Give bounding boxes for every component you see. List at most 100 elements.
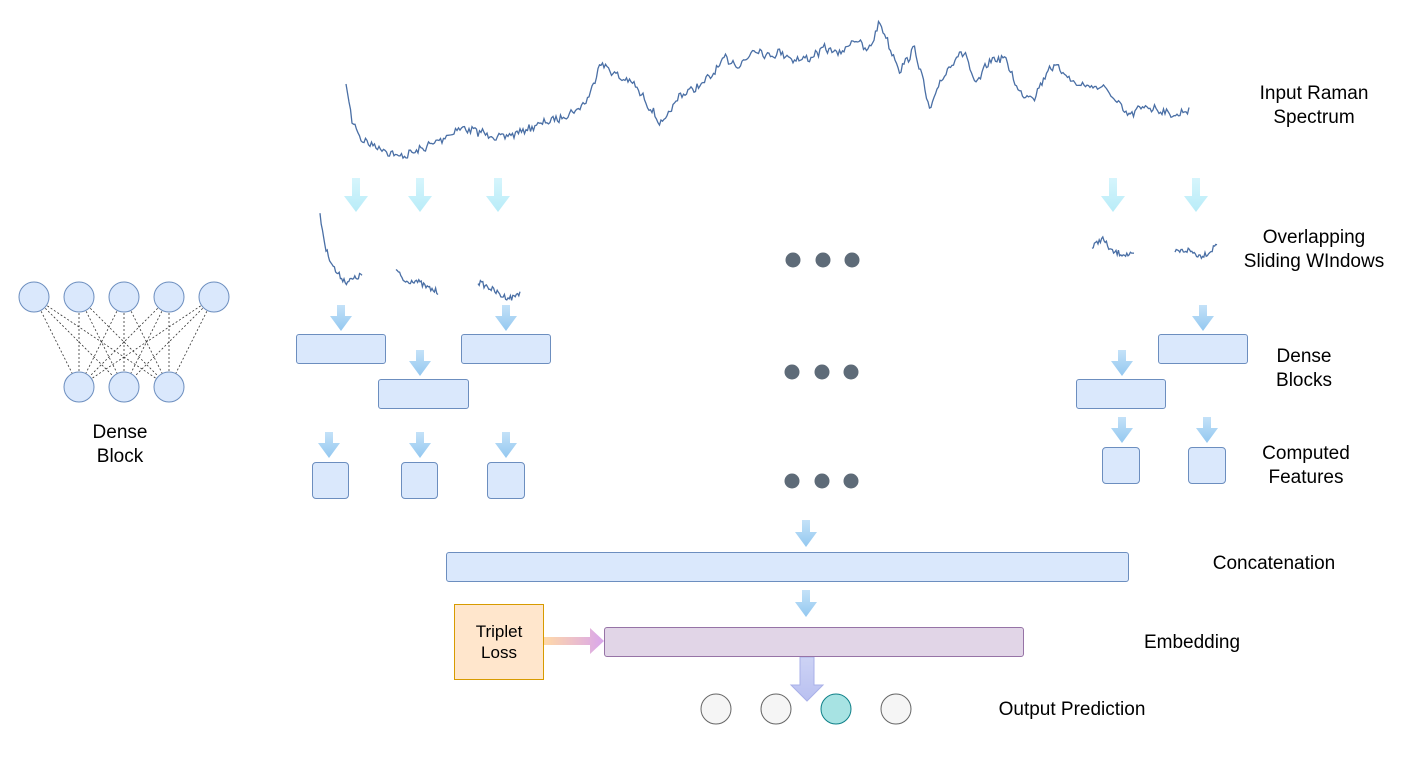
label-line: Overlapping [1262, 227, 1366, 248]
network-input-node [153, 281, 185, 313]
network-edge [33, 296, 170, 388]
sliding-window-4-line [1091, 235, 1135, 258]
network-edge [78, 296, 125, 388]
label-overlapping-sliding-windows: Overlapping Sliding WIndows [1222, 226, 1406, 274]
ellipsis-dot [814, 473, 830, 489]
block-arrow-5 [1192, 305, 1214, 331]
label-line: Sliding WIndows [1243, 251, 1385, 272]
triplet-loss-line-1: Triplet [475, 622, 523, 641]
feature-arrow-4 [1111, 417, 1133, 443]
ellipsis-row-1 [785, 252, 860, 268]
ellipsis-dot [815, 252, 831, 268]
window-arrow-4 [1101, 178, 1125, 212]
computed-feature-box-5 [1188, 447, 1226, 484]
computed-feature-box-3 [487, 462, 525, 499]
label-line: Computed [1262, 443, 1350, 464]
dense-block-box-3 [461, 334, 551, 364]
label-line: Blocks [1276, 370, 1332, 391]
network-input-node [18, 281, 50, 313]
window-arrow-5 [1184, 178, 1208, 212]
computed-feature-box-1 [312, 462, 349, 499]
feature-arrow-3 [495, 432, 517, 458]
triplet-loss-line-2: Loss [481, 643, 517, 662]
output-arrow [789, 656, 825, 702]
label-dense-blocks: Dense Blocks [1254, 345, 1354, 393]
ellipsis-dot [814, 364, 830, 380]
ellipsis-dot [843, 364, 859, 380]
block-arrow-3 [495, 305, 517, 331]
network-edge [168, 296, 215, 388]
block-arrow-2 [409, 350, 431, 376]
network-edge [123, 296, 170, 388]
block-arrows [330, 305, 1214, 376]
label-computed-features: Computed Features [1236, 442, 1376, 490]
ellipsis-dot [844, 252, 860, 268]
output-node [880, 693, 912, 725]
network-edge [78, 296, 125, 388]
dense-block-box-2 [378, 379, 469, 409]
label-output-prediction: Output Prediction [998, 699, 1146, 720]
window-arrows [344, 178, 1208, 212]
window-arrow-3 [486, 178, 510, 212]
block-arrow-1 [330, 305, 352, 331]
ellipsis-dot [843, 473, 859, 489]
network-edge [33, 296, 125, 388]
dense-block-box-1 [296, 334, 386, 364]
label-line: Input Raman [1259, 83, 1369, 104]
output-node [760, 693, 792, 725]
sliding-window-3-line [477, 279, 521, 301]
computed-feature-box-2 [401, 462, 438, 499]
network-edge [78, 296, 170, 388]
dense-block-network [18, 281, 230, 403]
feature-arrows [318, 417, 1218, 458]
feature-arrow-5 [1196, 417, 1218, 443]
network-edge [123, 296, 215, 388]
ellipsis-dot [784, 473, 800, 489]
concatenation-bar [446, 552, 1129, 582]
concat-arrow [795, 520, 817, 547]
network-output-node [153, 371, 185, 403]
embedding-arrow [795, 590, 817, 617]
embedding-bar [604, 627, 1024, 657]
block-arrow-4 [1111, 350, 1133, 376]
label-line: Dense [92, 422, 148, 443]
computed-feature-box-4 [1102, 447, 1140, 484]
triplet-loss-box: Triplet Loss [454, 604, 544, 680]
window-arrow-1 [344, 178, 368, 212]
output-nodes [700, 693, 912, 725]
sliding-window-1-line [319, 213, 363, 286]
output-node-selected [820, 693, 852, 725]
dense-block-box-4 [1076, 379, 1166, 409]
label-embedding: Embedding [1143, 632, 1241, 653]
label-line: Spectrum [1273, 107, 1355, 128]
network-edge [78, 296, 170, 388]
label-line: Dense [1276, 346, 1332, 367]
network-input-node [198, 281, 230, 313]
ellipsis-dot [784, 364, 800, 380]
feature-arrow-1 [318, 432, 340, 458]
ellipsis-row-2 [784, 364, 859, 380]
ellipsis-dot [785, 252, 801, 268]
network-edge [123, 296, 170, 388]
network-input-node [63, 281, 95, 313]
triplet-loss-arrow [544, 628, 604, 654]
sliding-window-2-line [395, 269, 439, 295]
feature-arrow-2 [409, 432, 431, 458]
dense-block-box-5 [1158, 334, 1248, 364]
network-input-node [108, 281, 140, 313]
network-edge [33, 296, 80, 388]
label-line: Block [96, 446, 144, 467]
network-edge [78, 296, 215, 388]
label-concatenation: Concatenation [1212, 553, 1336, 574]
ellipsis-row-3 [784, 473, 859, 489]
label-line: Features [1268, 467, 1344, 488]
input-raman-spectrum-line [345, 19, 1190, 160]
sliding-window-5-line [1174, 243, 1218, 260]
window-arrow-2 [408, 178, 432, 212]
output-node [700, 693, 732, 725]
label-input-raman-spectrum: Input Raman Spectrum [1232, 82, 1396, 130]
network-output-node [63, 371, 95, 403]
label-dense-block-legend: Dense Block [70, 421, 170, 469]
